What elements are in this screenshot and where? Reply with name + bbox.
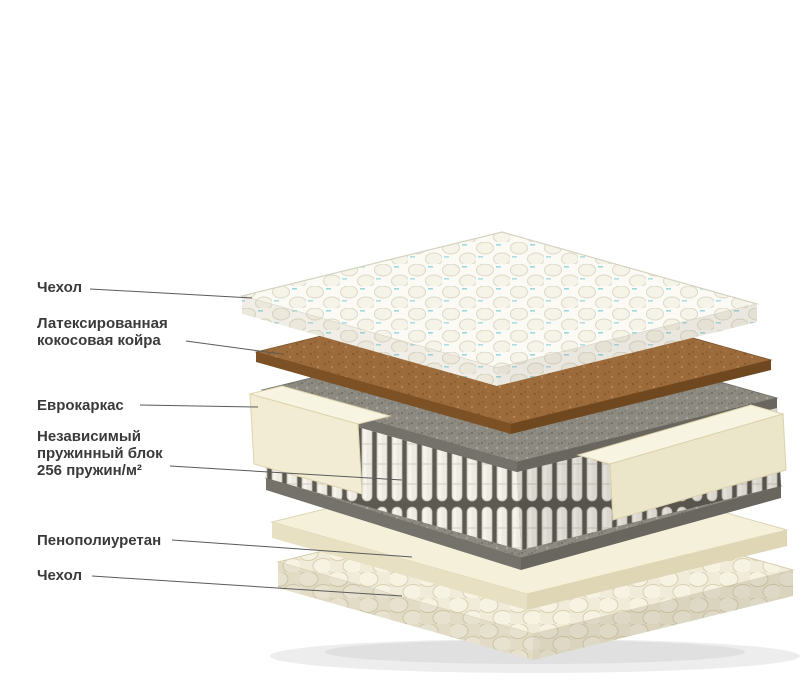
label-cover-top: Чехол [37,279,82,296]
label-text: кокосовая койра [37,332,161,349]
label-text: Пенополиуретан [37,532,162,549]
label-text: Латексированная [37,315,168,332]
leader-spring-block [169,465,403,481]
label-spring-block: Независимый пружинный блок 256 пружин/м² [37,428,163,479]
label-text: Независимый [37,428,141,445]
label-foam: Пенополиуретан [37,532,161,549]
leader-cover-top [89,288,253,299]
leader-cover-bottom [91,575,403,597]
label-text: Чехол [37,567,82,584]
euro-frame-left-block [248,385,392,495]
layer-top-cover [239,231,760,386]
leader-euro-frame [139,404,259,408]
euro-frame-right-block [576,404,787,521]
leader-coir [185,340,283,355]
leader-foam [171,539,413,558]
label-coir: Латексированная кокосовая койра [37,315,168,349]
label-text: 256 пружин/м² [37,462,142,479]
label-cover-bottom: Чехол [37,567,82,584]
leader-lines [89,288,413,597]
label-text: пружинный блок [37,445,163,462]
layer-euro-frame [248,385,787,521]
label-euro-frame: Еврокаркас [37,397,124,414]
label-text: Чехол [37,279,82,296]
label-text: Еврокаркас [37,397,124,414]
